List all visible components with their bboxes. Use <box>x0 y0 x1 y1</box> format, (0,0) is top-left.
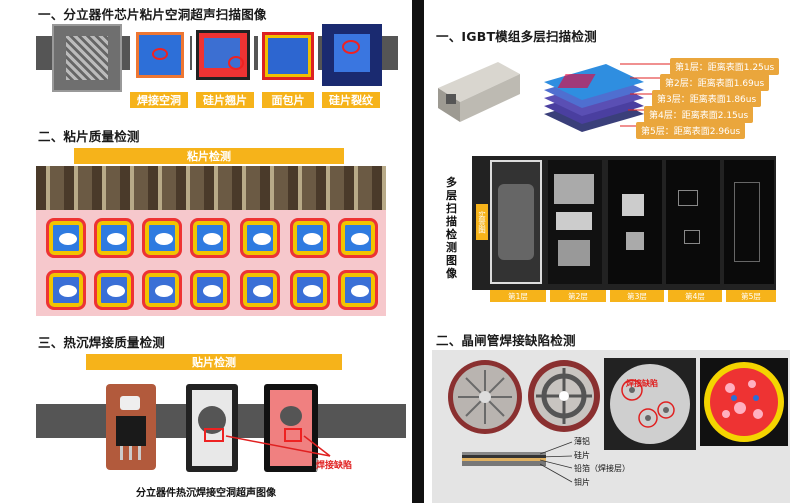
scan-bread-image <box>258 24 318 86</box>
layer-stack <box>544 64 644 132</box>
wafer-scan-3 <box>610 364 690 444</box>
panel-layer-4 <box>666 160 720 284</box>
section-title-heatsink: 三、热沉焊接质量检测 <box>38 335 166 350</box>
die-scan-tile <box>240 270 280 310</box>
layer-label-4: 第4层：距离表面2.15us <box>644 106 754 123</box>
side-label: 实景图 <box>476 204 488 240</box>
panel-layer-1 <box>490 160 542 284</box>
wafer-scan-2 <box>528 360 600 432</box>
die-scan-tile <box>142 218 182 258</box>
die-scan-tile <box>338 218 378 258</box>
section-title-die-attach: 二、粘片质量检测 <box>38 129 140 144</box>
die-scan-tile <box>290 218 330 258</box>
die-scan-tile <box>142 270 182 310</box>
tag-void: 焊接空洞 <box>130 92 188 108</box>
stack-label-3: 铅箔（焊接层） <box>574 464 630 473</box>
layer-label-1: 第1层：距离表面1.25us <box>670 58 780 75</box>
wafer-scan-1 <box>448 360 522 434</box>
section-title-igbt: 一、IGBT模组多层扫描检测 <box>436 29 597 44</box>
die-scan-tile <box>46 218 86 258</box>
wafer-scan-4 <box>700 358 788 446</box>
die-scan-tile <box>94 270 134 310</box>
igbt-module-photo <box>438 62 520 122</box>
heatsink-caption: 分立器件热沉焊接空洞超声图像 <box>136 488 276 499</box>
tag-bread: 面包片 <box>262 92 314 108</box>
panel-layer-2 <box>548 160 602 284</box>
thyristor-defect-label: 焊接缺陷 <box>626 379 658 388</box>
multi-layer-vertical-label: 多层扫描检测图像 <box>446 176 457 280</box>
layer-label-2: 第2层：距离表面1.69us <box>660 74 770 91</box>
die-scan-tile <box>190 270 230 310</box>
layer-label-3: 第3层：距离表面1.86us <box>652 90 762 107</box>
stack-label-1: 薄铝 <box>574 437 590 446</box>
die-scan-tile <box>338 270 378 310</box>
cross-section-leaders <box>540 441 573 483</box>
scan-red <box>264 384 318 472</box>
die-scan-tile <box>46 270 86 310</box>
transistor-photo <box>106 384 156 470</box>
stack-label-2: 硅片 <box>574 451 590 460</box>
panel-label-5: 第5层 <box>726 290 776 302</box>
section-title-chip-void: 一、分立器件芯片粘片空洞超声扫描图像 <box>38 7 267 22</box>
page-divider <box>412 0 424 503</box>
bar-mount: 贴片检测 <box>86 354 342 370</box>
panel-label-2: 第2层 <box>550 290 606 302</box>
die-scan-tile <box>290 270 330 310</box>
scan-crack-image <box>322 24 382 86</box>
chip-photo <box>52 24 122 92</box>
tag-crack: 硅片裂纹 <box>322 92 380 108</box>
tag-warp: 硅片翘片 <box>196 92 254 108</box>
defect-connector <box>225 435 331 457</box>
stack-label-4: 钼片 <box>574 478 590 487</box>
layer-connectors <box>620 63 670 127</box>
panel-label-1: 第1层 <box>490 290 546 302</box>
die-scan-tile <box>240 218 280 258</box>
die-scan-tile <box>190 218 230 258</box>
scan-warp-image <box>192 24 254 86</box>
defect-label: 焊接缺陷 <box>316 458 353 471</box>
bar-die-attach: 粘片检测 <box>74 148 344 164</box>
scan-void-image <box>130 24 190 86</box>
panel-layer-5 <box>724 160 774 284</box>
panel-label-3: 第3层 <box>610 290 664 302</box>
cross-section <box>462 452 546 466</box>
scan-gray <box>186 384 238 472</box>
section-title-thyristor: 二、晶闸管焊接缺陷检测 <box>436 333 576 348</box>
panel-label-4: 第4层 <box>668 290 722 302</box>
leadframe-photo <box>36 166 386 210</box>
die-scan-tile <box>94 218 134 258</box>
panel-layer-3 <box>608 160 662 284</box>
layer-label-5: 第5层：距离表面2.96us <box>636 122 746 139</box>
